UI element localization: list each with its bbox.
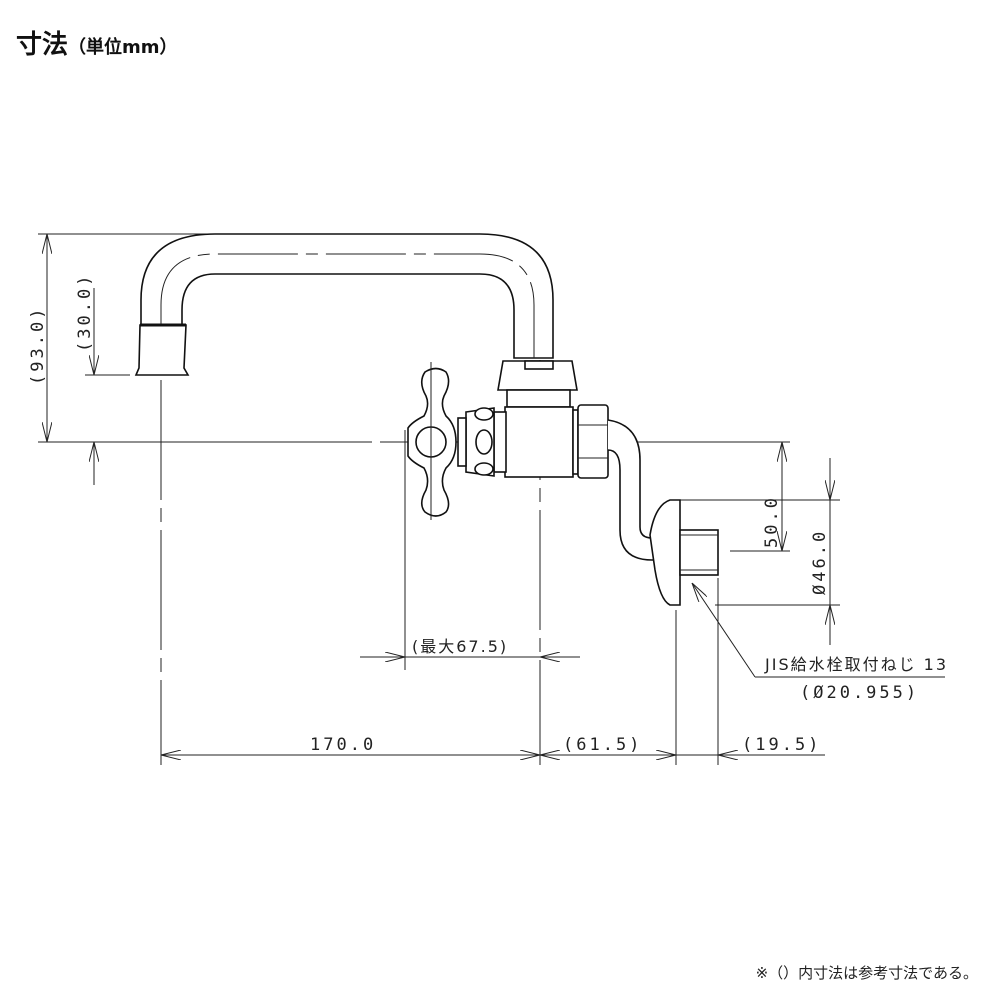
title-unit: （単位mm） — [68, 37, 178, 58]
title-main: 寸法 — [16, 30, 69, 60]
dim-handle-max: (最大67.5) — [412, 637, 508, 656]
callout-thread-dia: (Ø20.955) — [800, 683, 919, 703]
dim-outlet-offset: 50.0 — [762, 495, 782, 548]
dim-spout-height: (30.0) — [75, 273, 95, 352]
dim-flange-dia: Ø46.0 — [810, 529, 830, 595]
callout-thread-spec: JIS給水栓取付ねじ 13 — [764, 655, 948, 674]
dim-body-offset: (61.5) — [563, 735, 642, 755]
spout — [134, 233, 554, 376]
extension-lines — [38, 233, 840, 765]
dim-spout-reach: 170.0 — [310, 735, 376, 755]
page-title: 寸法（単位mm） — [16, 24, 178, 61]
dim-thread-length: (19.5) — [742, 735, 821, 755]
dimension-lines — [47, 234, 945, 755]
cross-handle — [407, 362, 457, 520]
valve-body — [457, 360, 609, 479]
footnote: ※（）内寸法は参考寸法である。 — [755, 964, 978, 982]
dim-overall-height: (93.0) — [28, 306, 48, 385]
elbow-fitting — [607, 419, 719, 606]
